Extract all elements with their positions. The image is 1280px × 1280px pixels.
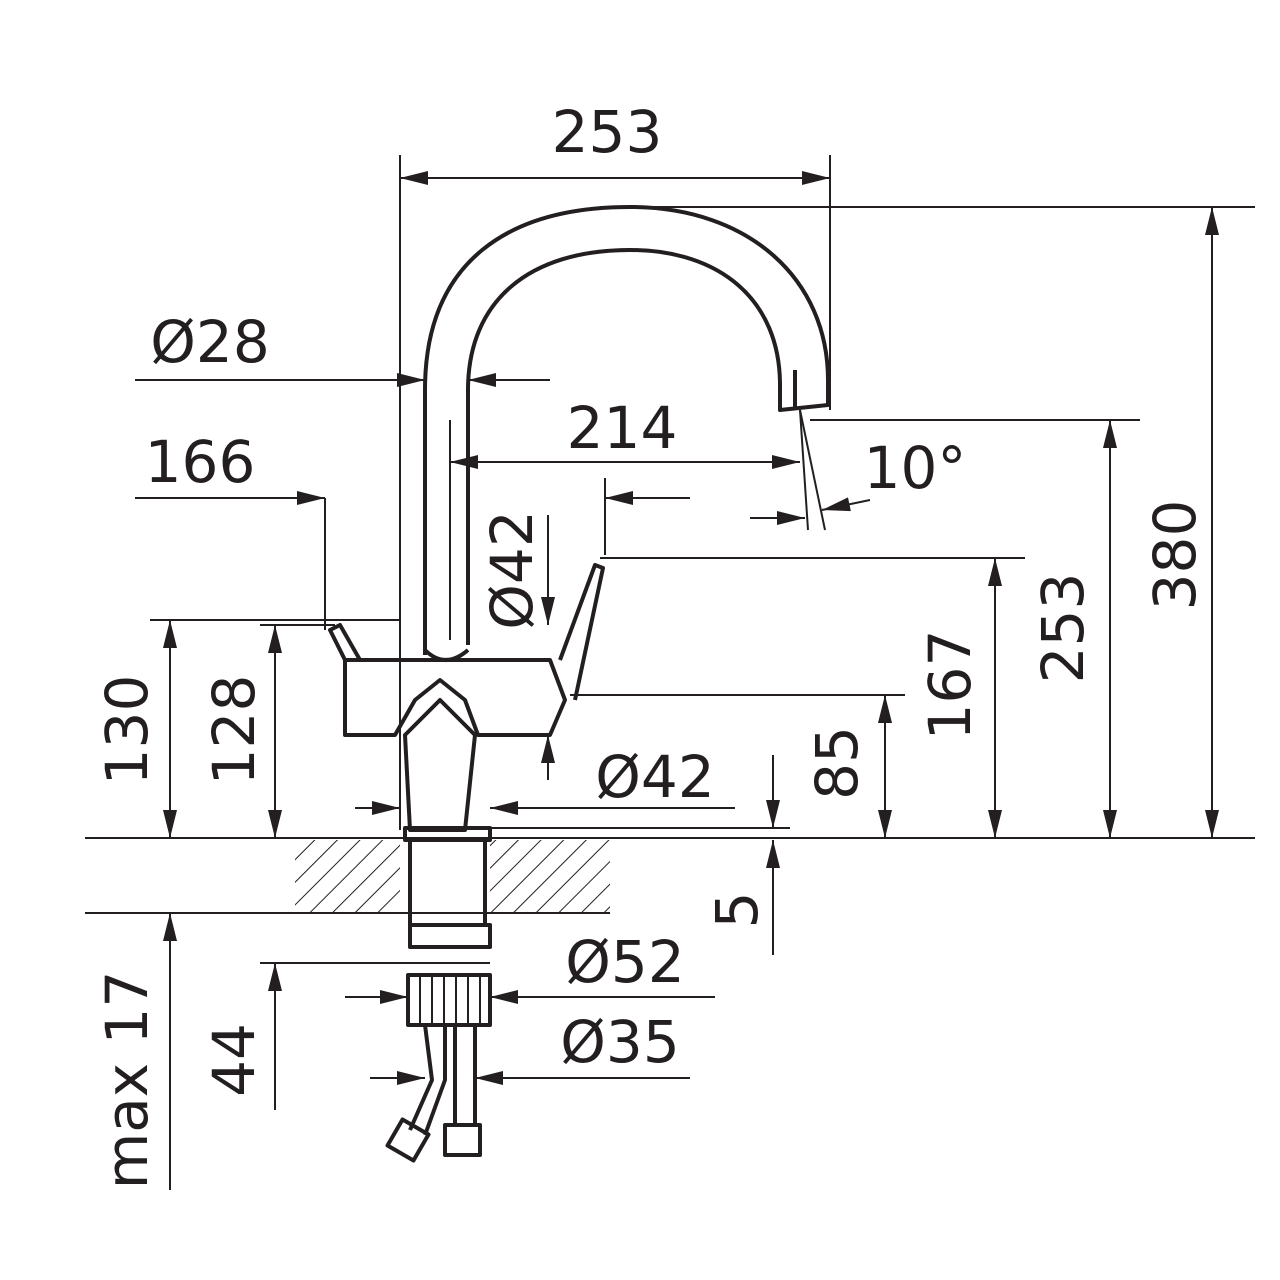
label-shank-diameter: Ø35 (560, 1008, 679, 1076)
label-max-deck: max 17 (93, 971, 161, 1190)
label-spout-diameter: Ø28 (150, 308, 269, 376)
label-handle-span: 166 (145, 428, 256, 496)
dimension-arrows (135, 171, 1219, 1190)
dimension-labels: 253 Ø28 166 214 10° 380 253 167 85 Ø42 Ø… (93, 98, 1209, 1189)
label-total-height: 380 (1141, 500, 1209, 611)
deck-section (295, 840, 610, 913)
label-body-diameter: Ø42 (595, 743, 714, 811)
label-shank-length: 44 (200, 1023, 268, 1097)
label-spout-angle: 10° (864, 434, 967, 502)
label-body-height: 85 (803, 726, 871, 800)
label-height-128: 128 (200, 675, 268, 786)
label-overall-width: 253 (552, 98, 663, 166)
reference-lines (85, 155, 1255, 964)
label-spout-reach: 214 (567, 394, 678, 462)
label-lever-height: 167 (916, 630, 984, 741)
label-deck-thickness: 5 (703, 892, 771, 929)
label-flange-diameter: Ø52 (565, 928, 684, 996)
label-lever-diameter: Ø42 (478, 510, 546, 629)
label-height-130: 130 (93, 675, 161, 786)
label-spout-height: 253 (1029, 573, 1097, 684)
faucet-outline (328, 205, 830, 1163)
